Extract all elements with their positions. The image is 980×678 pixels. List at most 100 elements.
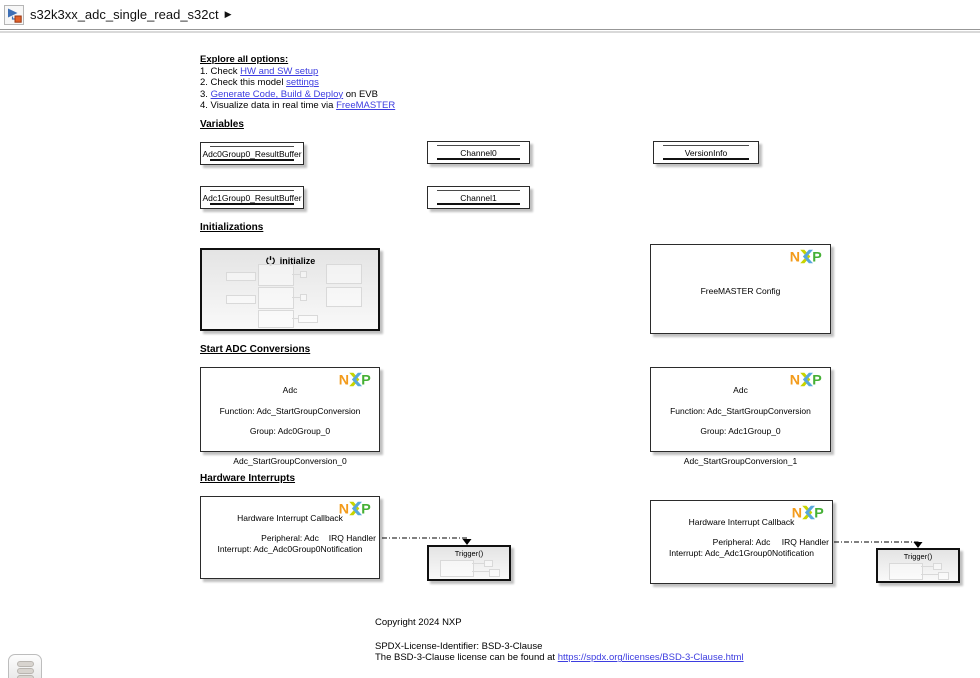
nxp-logo-icon: N P <box>790 249 823 264</box>
explore-item-2-text: 2. Check this model <box>200 77 287 89</box>
irq-interrupt: Interrupt: Adc_Adc1Group0Notification <box>668 548 815 558</box>
data-store-channel1[interactable]: Channel1 <box>427 186 530 209</box>
nxp-letter-p: P <box>812 249 822 264</box>
copyright-line2: SPDX-License-Identifier: BSD-3-Clause <box>375 640 543 652</box>
data-store-channel0[interactable]: Channel0 <box>427 141 530 164</box>
nxp-letter-n: N <box>790 249 800 264</box>
preview-box <box>298 315 318 323</box>
copyright-line3: The BSD-3-Clause license can be found at… <box>375 652 744 664</box>
link-bsd-license[interactable]: https://spdx.org/licenses/BSD-3-Clause.h… <box>557 652 744 664</box>
heading-start-adc: Start ADC Conversions <box>200 344 311 355</box>
nxp-letter-p: P <box>814 505 824 520</box>
nxp-x-right <box>804 505 815 520</box>
adc-function: Function: Adc_StartGroupConversion <box>670 406 811 416</box>
adc-function: Function: Adc_StartGroupConversion <box>219 406 361 416</box>
data-store-label: Adc0Group0_ResultBuffer <box>202 148 302 159</box>
breadcrumb-expand-icon[interactable]: ▶ <box>224 9 232 19</box>
data-store-label: Channel1 <box>460 192 497 203</box>
irq-handler-port-label: IRQ Handler <box>781 537 829 547</box>
irq0-trigger-wire <box>382 537 468 540</box>
data-store-label: Adc1Group0_ResultBuffer <box>202 192 302 203</box>
copyright-line1: Copyright 2024 NXP <box>375 617 462 628</box>
nxp-letter-p: P <box>361 501 371 516</box>
freemaster-config-block[interactable]: N P FreeMASTER Config <box>650 244 831 334</box>
breadcrumb[interactable]: s32k3xx_adc_single_read_s32ct ▶ <box>0 0 980 30</box>
freemaster-label: FreeMASTER Config <box>700 286 781 296</box>
heading-hw-interrupts: Hardware Interrupts <box>200 473 296 484</box>
nxp-x-left <box>349 501 360 516</box>
nxp-letter-p: P <box>812 372 822 387</box>
adc-group: Group: Adc0Group_0 <box>249 426 331 436</box>
preview-port <box>938 572 949 580</box>
link-freemaster[interactable]: FreeMASTER <box>336 100 396 112</box>
data-store-adc0group0-resultbuffer[interactable]: Adc0Group0_ResultBuffer <box>200 142 304 165</box>
nxp-x-right <box>802 249 813 264</box>
model-name[interactable]: s32k3xx_adc_single_read_s32ct <box>30 7 219 22</box>
nxp-logo-icon: N P <box>339 372 372 387</box>
preview-port <box>489 569 500 577</box>
explore-item-4-text: 4. Visualize data in real time via <box>200 100 337 112</box>
hw-interrupt-callback-0-block[interactable]: N P Hardware Interrupt Callback Peripher… <box>200 496 380 579</box>
preview-port <box>484 560 493 567</box>
preview-port <box>300 271 307 278</box>
preview-box <box>326 264 362 284</box>
irq-title: Hardware Interrupt Callback <box>688 517 795 527</box>
explore-item-1: 1. Check HW and SW setup <box>200 66 395 78</box>
preview-box <box>440 560 474 577</box>
link-settings[interactable]: settings <box>286 77 319 89</box>
trigger-label: Trigger() <box>454 549 484 558</box>
preview-line <box>921 574 938 575</box>
trigger-label: Trigger() <box>903 552 933 561</box>
copyright-annotation: Copyright 2024 NXP SPDX-License-Identifi… <box>375 617 744 664</box>
copyright-spacer <box>375 629 744 641</box>
data-store-adc1group0-resultbuffer[interactable]: Adc1Group0_ResultBuffer <box>200 186 304 209</box>
nxp-x-left <box>800 372 811 387</box>
adc-group: Group: Adc1Group_0 <box>700 426 781 436</box>
preview-line <box>292 274 300 275</box>
titlebar-divider <box>0 31 980 33</box>
preview-line <box>292 318 298 319</box>
explore-item-4: 4. Visualize data in real time via FreeM… <box>200 100 395 112</box>
preview-line <box>472 563 484 564</box>
explore-item-3-text: 3. <box>200 88 211 100</box>
irq-handler-port-label: IRQ Handler <box>328 533 376 543</box>
nxp-x-right <box>351 501 362 516</box>
explore-item-2: 2. Check this model settings <box>200 77 395 89</box>
disc-icon <box>17 675 34 678</box>
nxp-x-right <box>802 372 813 387</box>
explore-title: Explore all options: <box>200 54 289 65</box>
preview-box <box>258 264 294 286</box>
preview-line <box>472 571 489 572</box>
preview-box <box>226 295 256 304</box>
trigger-subsystem-0-block[interactable]: Trigger() <box>427 545 511 581</box>
preview-line <box>921 566 933 567</box>
model-data-badge[interactable] <box>8 654 42 678</box>
simulink-model-icon <box>4 4 24 25</box>
nxp-letter-n: N <box>792 505 802 520</box>
nxp-x-left <box>802 505 813 520</box>
initialize-subsystem-block[interactable]: initialize <box>200 248 380 331</box>
nxp-logo-icon: N P <box>339 501 372 516</box>
explore-item-1-text: 1. Check <box>200 65 241 77</box>
adc-start-conversion-0-block[interactable]: N P Adc Function: Adc_StartGroupConversi… <box>200 367 380 452</box>
heading-initializations: Initializations <box>200 222 264 233</box>
link-hw-sw-setup[interactable]: HW and SW setup <box>240 65 319 77</box>
preview-port <box>933 563 942 570</box>
copyright-line3-text: The BSD-3-Clause license can be found at <box>375 652 558 664</box>
nxp-letter-n: N <box>790 372 800 387</box>
link-generate-code[interactable]: Generate Code, Build & Deploy <box>210 88 344 100</box>
preview-line <box>292 297 300 298</box>
data-store-versioninfo[interactable]: VersionInfo <box>653 141 759 164</box>
hw-interrupt-callback-1-block[interactable]: N P Hardware Interrupt Callback Peripher… <box>650 500 833 584</box>
explore-item-3-post: on EVB <box>343 88 378 100</box>
irq-title: Hardware Interrupt Callback <box>237 513 343 523</box>
trigger-subsystem-1-block[interactable]: Trigger() <box>876 548 960 583</box>
adc-start-conversion-1-block[interactable]: N P Adc Function: Adc_StartGroupConversi… <box>650 367 831 452</box>
nxp-x-left <box>349 372 360 387</box>
data-store-label: Channel0 <box>460 147 497 158</box>
irq-interrupt: Interrupt: Adc_Adc0Group0Notification <box>217 544 363 554</box>
nxp-x-right <box>351 372 362 387</box>
irq-peripheral: Peripheral: Adc <box>712 537 771 547</box>
preview-port <box>300 294 307 301</box>
